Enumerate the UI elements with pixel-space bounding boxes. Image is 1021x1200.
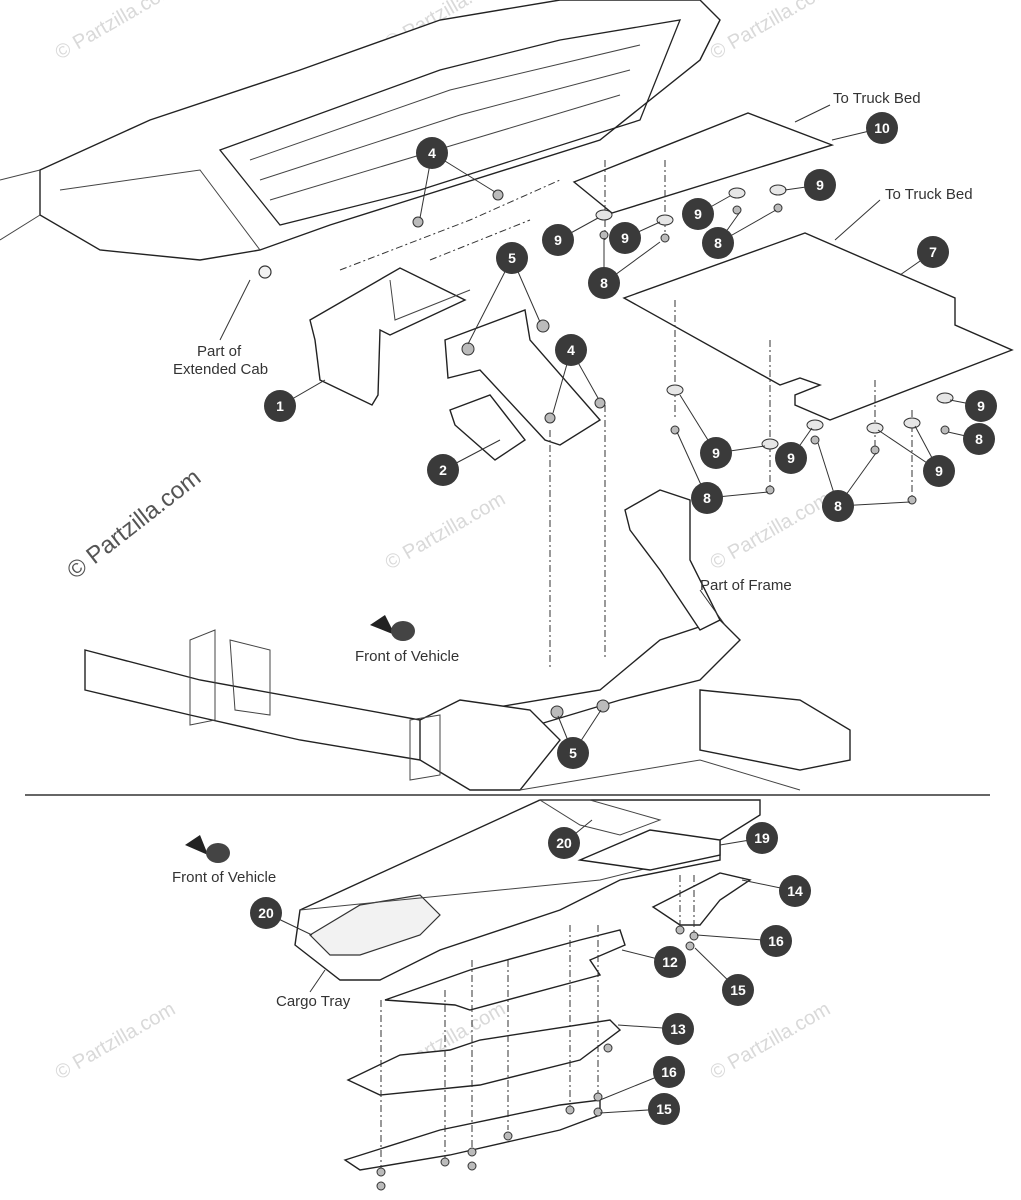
watermark: © Partzilla.com xyxy=(52,0,180,64)
svg-text:12: 12 xyxy=(662,954,678,970)
bracket-1 xyxy=(309,267,471,406)
svg-text:5: 5 xyxy=(508,250,516,266)
svg-text:9: 9 xyxy=(816,177,824,193)
callout-4: 4 xyxy=(555,334,587,366)
callout-5: 5 xyxy=(496,242,528,274)
svg-text:4: 4 xyxy=(567,342,575,358)
callout-8: 8 xyxy=(691,482,723,514)
svg-text:8: 8 xyxy=(834,498,842,514)
pad-19 xyxy=(577,829,721,871)
callout-15: 15 xyxy=(722,974,754,1006)
svg-text:8: 8 xyxy=(703,490,711,506)
label-to-truck-bed: To Truck Bed xyxy=(885,186,973,203)
svg-text:8: 8 xyxy=(714,235,722,251)
label-part-of-frame: Part of Frame xyxy=(700,577,792,594)
watermark: © Partzilla.com xyxy=(707,488,835,574)
pad-14 xyxy=(651,872,752,926)
watermark-main: © Partzilla.com xyxy=(62,464,206,585)
callout-20: 20 xyxy=(250,897,282,929)
bracket-2 xyxy=(444,309,602,461)
callout-9: 9 xyxy=(700,437,732,469)
svg-text:9: 9 xyxy=(621,230,629,246)
callout-9: 9 xyxy=(682,198,714,230)
label-front-of-vehicle: Front of Vehicle xyxy=(172,869,276,886)
svg-text:9: 9 xyxy=(712,445,720,461)
svg-text:13: 13 xyxy=(670,1021,686,1037)
callout-9: 9 xyxy=(804,169,836,201)
callout-8: 8 xyxy=(963,423,995,455)
svg-text:8: 8 xyxy=(600,275,608,291)
callout-14: 14 xyxy=(779,875,811,907)
callout-4: 4 xyxy=(416,137,448,169)
callout-12: 12 xyxy=(654,946,686,978)
callout-16: 16 xyxy=(760,925,792,957)
watermark: © Partzilla.com xyxy=(707,0,835,64)
label-part-of-cab: Part of xyxy=(197,343,242,360)
front-arrow-2 xyxy=(185,835,230,863)
svg-text:7: 7 xyxy=(929,244,937,260)
svg-text:20: 20 xyxy=(556,835,572,851)
callout-8: 8 xyxy=(702,227,734,259)
callout-2: 2 xyxy=(427,454,459,486)
watermark: © Partzilla.com xyxy=(382,488,510,574)
callout-9: 9 xyxy=(923,455,955,487)
svg-text:15: 15 xyxy=(730,982,746,998)
callout-16: 16 xyxy=(653,1056,685,1088)
callout-9: 9 xyxy=(609,222,641,254)
frame xyxy=(84,489,851,791)
svg-text:20: 20 xyxy=(258,905,274,921)
label-cargo-tray: Cargo Tray xyxy=(276,993,351,1010)
svg-text:1: 1 xyxy=(276,398,284,414)
svg-text:19: 19 xyxy=(754,830,770,846)
watermark: © Partzilla.com xyxy=(707,998,835,1084)
svg-text:15: 15 xyxy=(656,1101,672,1117)
svg-text:9: 9 xyxy=(935,463,943,479)
callout-19: 19 xyxy=(746,822,778,854)
svg-text:14: 14 xyxy=(787,883,803,899)
watermark: © Partzilla.com xyxy=(52,998,180,1084)
callout-5: 5 xyxy=(557,737,589,769)
svg-text:5: 5 xyxy=(569,745,577,761)
svg-text:9: 9 xyxy=(554,232,562,248)
callout-1: 1 xyxy=(264,390,296,422)
label-front-of-vehicle: Front of Vehicle xyxy=(355,648,459,665)
callout-20: 20 xyxy=(548,827,580,859)
label-to-truck-bed: To Truck Bed xyxy=(833,90,921,107)
callout-9: 9 xyxy=(542,224,574,256)
extended-cab xyxy=(0,0,721,341)
callout-10: 10 xyxy=(866,112,898,144)
front-arrow-1 xyxy=(370,615,415,641)
svg-text:8: 8 xyxy=(975,431,983,447)
callout-7: 7 xyxy=(917,236,949,268)
svg-text:9: 9 xyxy=(977,398,985,414)
callout-9: 9 xyxy=(775,442,807,474)
callouts: 1 2 4 4 5 5 7 8 8 8 8 8 9 9 9 9 9 9 9 9 … xyxy=(250,112,997,1125)
svg-text:4: 4 xyxy=(428,145,436,161)
panel-10 xyxy=(572,104,835,214)
svg-text:16: 16 xyxy=(661,1064,677,1080)
svg-text:9: 9 xyxy=(787,450,795,466)
svg-text:2: 2 xyxy=(439,462,447,478)
assembly-lines-bottom xyxy=(380,875,695,1170)
panel-7 xyxy=(622,199,1014,421)
callout-13: 13 xyxy=(662,1013,694,1045)
label-part-of-cab: Extended Cab xyxy=(173,361,268,378)
assembly-lines-top xyxy=(339,160,913,670)
callout-8: 8 xyxy=(588,267,620,299)
callout-8: 8 xyxy=(822,490,854,522)
svg-text:16: 16 xyxy=(768,933,784,949)
callout-9: 9 xyxy=(965,390,997,422)
svg-text:9: 9 xyxy=(694,206,702,222)
plate-13 xyxy=(343,1019,622,1171)
svg-text:10: 10 xyxy=(874,120,890,136)
diagram-labels: To Truck Bed To Truck Bed Part of Extend… xyxy=(172,90,973,1010)
callout-15: 15 xyxy=(648,1093,680,1125)
